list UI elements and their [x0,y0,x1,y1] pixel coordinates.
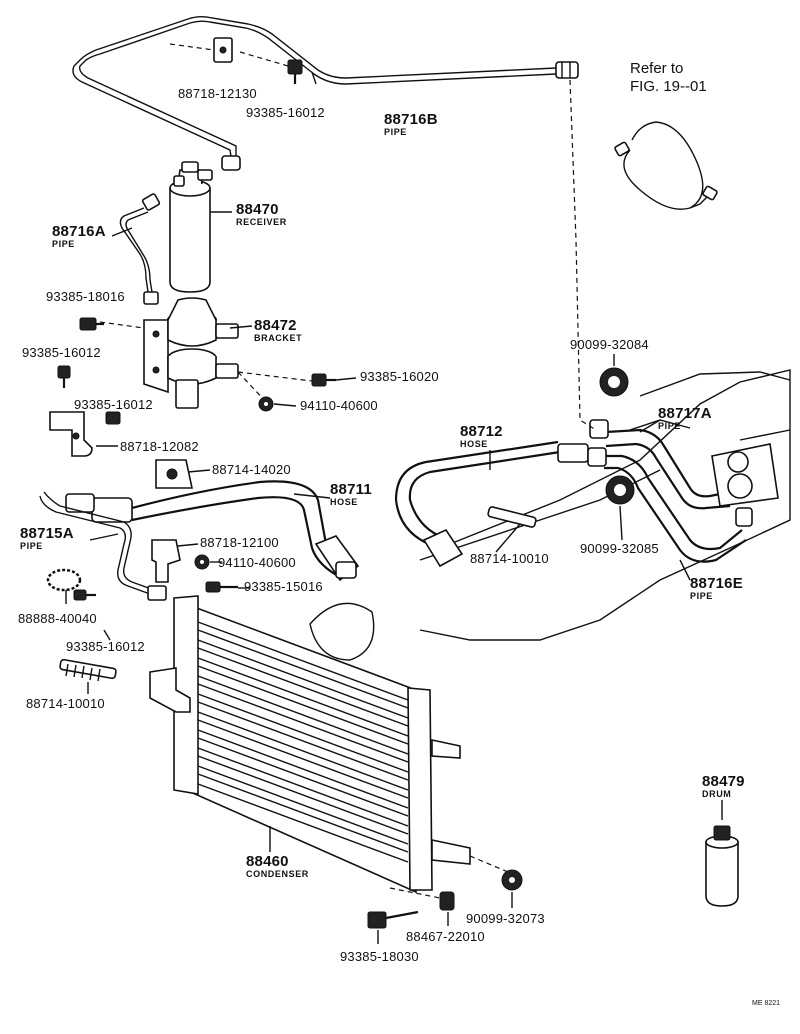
cushion-90099-32073-drawing [501,869,523,891]
clip-88718-12100-drawing [151,539,181,583]
pipe-88716e-drawing [587,447,753,563]
bracket-88472-drawing [143,297,239,409]
label-88888-40040: 88888-40040 [18,611,97,626]
collar-88467-22010-drawing [439,891,455,911]
label-93385-18016: 93385-18016 [46,289,125,304]
nut-94110-40600-mid-drawing [194,554,210,570]
part-name: HOSE [330,497,358,507]
hose-88711-drawing [65,480,360,582]
label-94110-40600-top: 94110-40600 [300,398,378,413]
label-93385-16012-a: 93385-16012 [22,345,101,360]
part-name: RECEIVER [236,217,287,227]
part-88715a-label: 88715A PIPE [20,526,74,551]
cushion-88714-10010-mid-drawing [487,506,537,528]
bolt-93385-18030-drawing [367,910,419,929]
label-88718-12100: 88718-12100 [200,535,279,550]
label-93385-16012-b: 93385-16012 [74,397,153,412]
label-88718-12082: 88718-12082 [120,439,199,454]
label-93385-15016: 93385-15016 [244,579,323,594]
part-88472-label: 88472 BRACKET [254,318,302,343]
part-number: 88470 [236,201,279,218]
part-number: 88460 [246,853,289,870]
part-88479-label: 88479 DRUM [702,774,745,799]
label-88467-22010: 88467-22010 [406,929,485,944]
label-88714-10010-mid: 88714-10010 [470,551,549,566]
clip-88718-12082-drawing [49,411,93,457]
part-name: HOSE [460,439,488,449]
refer-wire-drawing [614,121,718,210]
nut-94110-40600-top-drawing [258,396,274,412]
part-name: BRACKET [254,333,303,343]
label-88714-14020: 88714-14020 [212,462,291,477]
pipe-88716a-drawing [119,193,161,305]
part-88716a-label: 88716A PIPE [52,224,106,249]
part-88712-label: 88712 HOSE [460,424,503,449]
bolt-93385-18016-drawing [79,317,104,331]
part-88716b-label: 88716B PIPE [384,112,438,137]
label-90099-32085: 90099-32085 [580,541,659,556]
cushion-88714-10010-left-drawing [59,658,117,682]
part-88470-label: 88470 RECEIVER [236,202,287,227]
bolt-93385-16012-c-drawing [73,589,96,601]
cushion-88714-14020-drawing [155,459,193,489]
label-90099-32084: 90099-32084 [570,337,649,352]
pipe-88717a-drawing [589,419,731,510]
part-number: 88716A [52,223,106,240]
cushion-90099-32084-drawing [599,367,629,397]
reference-note-line2: FIG. 19--01 [630,78,707,95]
receiver-88470-drawing [169,161,213,293]
part-number: 88716E [690,575,743,592]
label-88714-10010-left: 88714-10010 [26,696,105,711]
label-90099-32073: 90099-32073 [466,911,545,926]
part-number: 88712 [460,423,503,440]
part-number: 88711 [330,481,372,498]
part-88711-label: 88711 HOSE [330,482,372,507]
condenser-88460-drawing [149,595,471,894]
pipe-88715a-drawing [39,491,167,601]
bolt-93385-15016-drawing [205,581,238,593]
cushion-90099-32085-drawing [605,475,635,505]
reference-note-line1: Refer to [630,60,684,77]
part-name: PIPE [52,239,75,249]
part-number: 88472 [254,317,297,334]
part-name: CONDENSER [246,869,309,879]
part-number: 88717A [658,405,712,422]
part-88460-label: 88460 CONDENSER [246,854,309,879]
part-name: DRUM [702,789,732,799]
part-number: 88479 [702,773,745,790]
pipe-88716b-drawing [72,16,579,171]
diagram-code: ME 8221 [752,1000,781,1007]
part-name: PIPE [20,541,43,551]
reference-note: Refer to FIG. 19--01 [630,60,707,96]
bolt-93385-16012-a-drawing [57,365,71,388]
bolt-93385-16012-top-drawing [239,51,303,84]
bolt-93385-16012-b-drawing [105,411,121,425]
band-88888-40040-drawing [46,568,82,592]
part-88717a-label: 88717A PIPE [658,406,712,431]
drum-88479-drawing [705,825,739,907]
label-93385-16012-c: 93385-16012 [66,639,145,654]
bolt-93385-16020-drawing [311,373,336,387]
part-name: PIPE [690,591,713,601]
label-93385-16012-top: 93385-16012 [246,105,325,120]
part-88716e-label: 88716E PIPE [690,576,743,601]
part-number: 88716B [384,111,438,128]
part-name: PIPE [384,127,407,137]
part-name: PIPE [658,421,681,431]
compressor-fitting-drawing [711,443,779,507]
label-93385-18030: 93385-18030 [340,949,419,964]
clip-88718-12130-drawing [169,37,233,63]
label-94110-40600-mid: 94110-40600 [218,555,296,570]
label-88718-12130: 88718-12130 [178,86,257,101]
part-number: 88715A [20,525,74,542]
hose-88712-drawing [394,440,589,568]
engine-outline-drawing [309,369,791,661]
label-93385-16020: 93385-16020 [360,369,439,384]
